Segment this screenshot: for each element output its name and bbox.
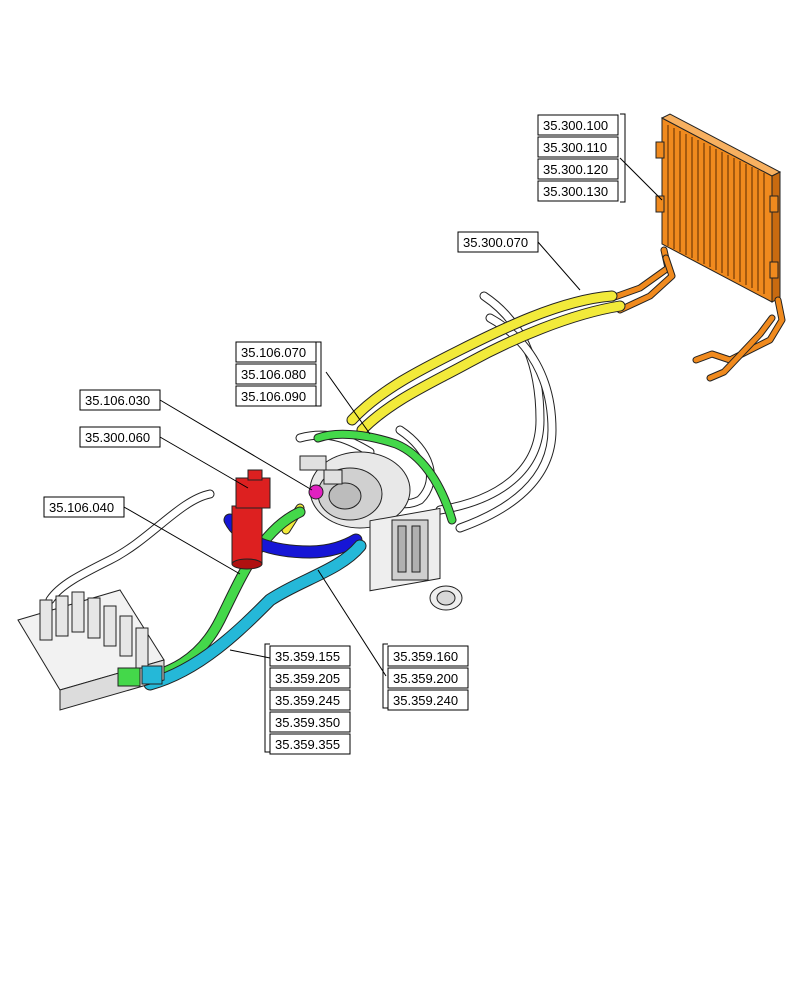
part-label: 35.300.070 [463,235,528,250]
part-label-group-35-300-100: 35.300.100 35.300.110 35.300.120 35.300.… [537,114,619,202]
part-label-group-35-106-030: 35.106.030 [79,389,161,411]
leader-lines [123,113,663,753]
part-label: 35.359.355 [275,737,340,752]
part-label: 35.359.155 [275,649,340,664]
oil-filter [231,469,271,570]
part-label: 35.359.240 [393,693,458,708]
part-label: 35.359.245 [275,693,340,708]
part-label-group-35-106-040: 35.106.040 [43,496,125,518]
part-label-group-35-359-160: 35.359.160 35.359.200 35.359.240 [387,645,469,711]
part-label-group-35-300-070: 35.300.070 [457,231,539,253]
control-valve [17,589,165,711]
pump-assembly [299,451,463,611]
part-label: 35.300.110 [543,140,607,155]
part-label: 35.300.130 [543,184,608,199]
oil-cooler [608,113,786,382]
part-label: 35.106.030 [85,393,150,408]
part-label: 35.106.090 [241,389,306,404]
part-label: 35.300.120 [543,162,608,177]
part-label: 35.106.080 [241,367,306,382]
part-label: 35.300.100 [543,118,608,133]
part-label: 35.106.070 [241,345,306,360]
part-label: 35.300.060 [85,430,150,445]
part-label: 35.106.040 [49,500,114,515]
part-label-group-35-106-070: 35.106.070 35.106.080 35.106.090 [235,341,317,407]
green-hoses [124,429,457,688]
part-label-group-35-300-060: 35.300.060 [79,426,161,448]
part-label: 35.359.350 [275,715,340,730]
cyan-hose [143,539,367,691]
part-label: 35.359.160 [393,649,458,664]
part-label: 35.359.200 [393,671,458,686]
part-label: 35.359.205 [275,671,340,686]
part-label-group-35-359-155: 35.359.155 35.359.205 35.359.245 35.359.… [269,645,351,755]
